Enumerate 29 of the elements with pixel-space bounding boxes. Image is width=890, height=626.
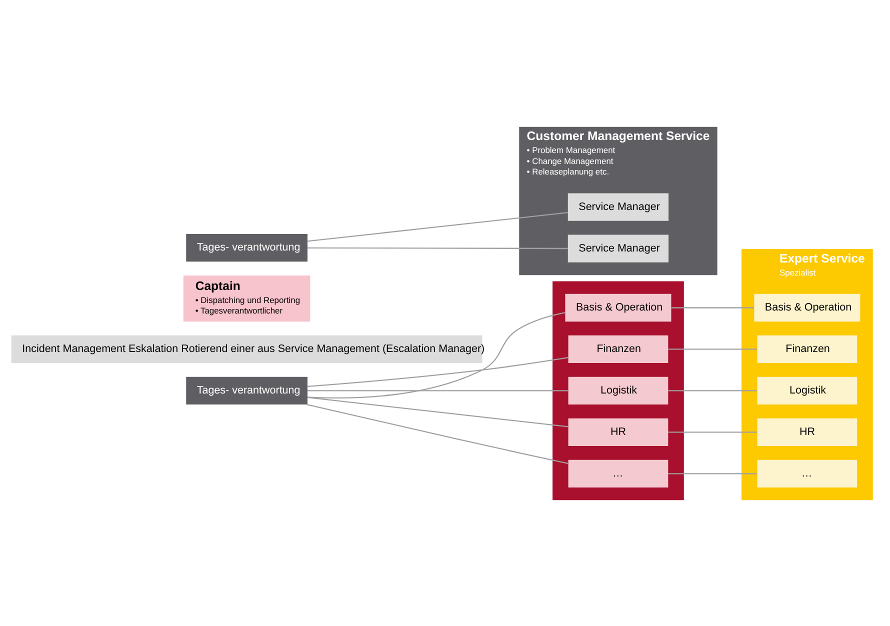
- connector: [308, 356, 568, 387]
- connector: [308, 390, 568, 391]
- connector: [308, 396, 568, 427]
- node-box: Finanzen: [757, 334, 858, 363]
- connector: [668, 472, 758, 474]
- node-box: Tages- verantwortung: [186, 376, 308, 404]
- node-box: Service Manager: [568, 192, 669, 220]
- node-box: Captain • Dispatching und Reporting • Tagesverantwortlicher: [183, 274, 310, 322]
- node-box: Tages- verantwortung: [186, 234, 308, 262]
- node-box: Service Manager: [568, 234, 669, 262]
- node-box: HR: [757, 418, 858, 446]
- connector: [308, 246, 568, 249]
- node-box: HR: [568, 418, 668, 446]
- connector: [306, 404, 568, 464]
- connector: [668, 348, 758, 350]
- cluster: [552, 280, 684, 500]
- connector: [671, 306, 754, 308]
- node-box: Logistik: [568, 376, 668, 404]
- node-box: Basis & Operation: [565, 293, 672, 322]
- connector: [668, 431, 758, 432]
- node-box: Finanzen: [568, 334, 668, 363]
- connector: [668, 390, 758, 391]
- node-box: Incident Management Eskalation Rotierend einer aus Service Management (Escalation Manager): [11, 334, 482, 363]
- connector: [308, 212, 568, 242]
- node-box: …: [568, 459, 668, 487]
- node-box: Basis & Operation: [754, 293, 860, 322]
- node-box: Logistik: [757, 376, 858, 404]
- connector: [308, 312, 566, 398]
- node-box: …: [757, 459, 858, 487]
